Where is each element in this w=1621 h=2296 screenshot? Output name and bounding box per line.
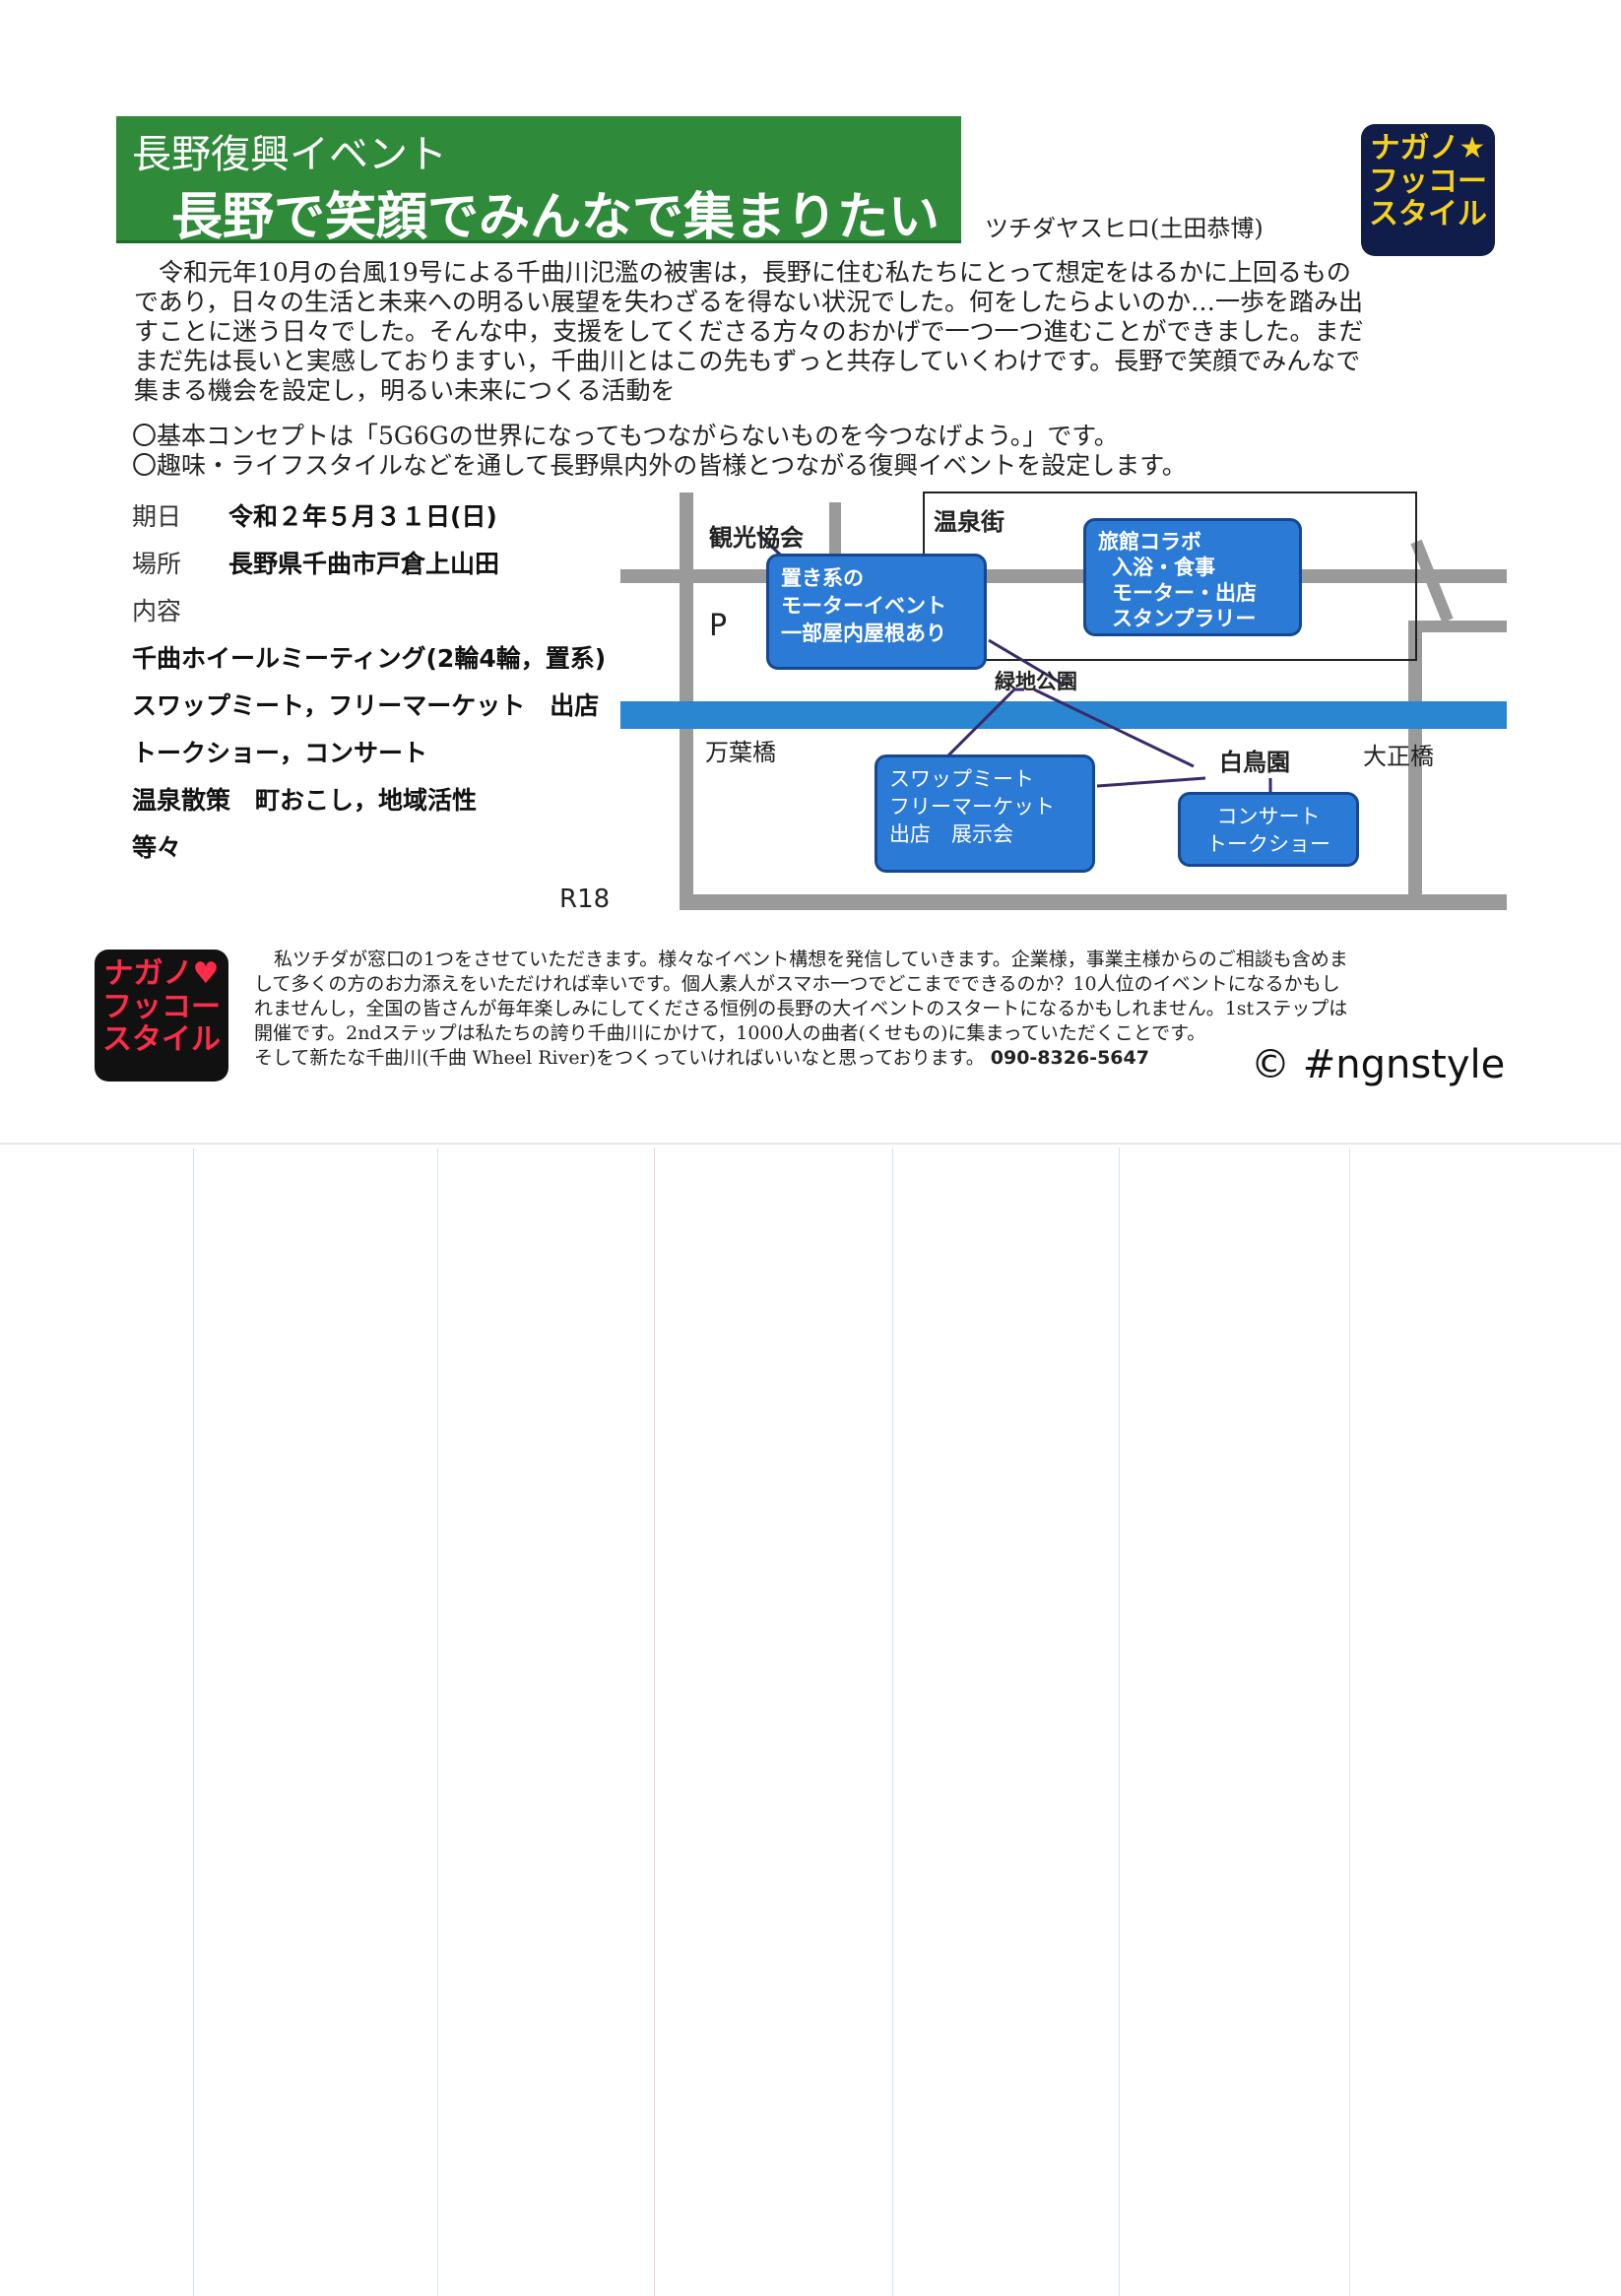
logo-line: スタイル (102, 1022, 221, 1058)
ruled-line (654, 1148, 655, 2296)
road (680, 492, 693, 906)
content-item: 温泉散策 町おこし，地域活性 (132, 786, 478, 815)
logo-line: スタイル (1369, 197, 1487, 232)
box-line: スワップミート (889, 767, 1034, 791)
intro-line: まだ先は長いと実感しておりますい，千曲川とはこの先もずっと共存していくわけです。… (134, 347, 1361, 375)
connector-line (1096, 776, 1206, 788)
map-box-okikei: 置き系の モーターイベント 一部屋内屋根あり (766, 554, 987, 670)
box-line: フリーマーケット (889, 795, 1055, 819)
place-value: 長野県千曲市戸倉上山田 (227, 550, 499, 578)
ruled-line (892, 1148, 893, 2296)
date-label: 期日 (132, 502, 182, 531)
box-line: コンサート (1216, 805, 1321, 828)
author-name: ツチダヤスヒロ(土田恭博) (985, 215, 1264, 242)
nagano-fukko-style-logo: ナガノ★ フッコー スタイル (1361, 124, 1495, 256)
content-item: 等々 (132, 833, 182, 862)
footer-line: 私ツチダが窓口の1つをさせていただきます。様々なイベント構想を発信していきます。… (274, 949, 1348, 970)
concept-list: 〇基本コンセプトは「5G6Gの世界になってもつながらないものを今つなげよう。」で… (132, 422, 1491, 481)
chikuma-river (620, 701, 1507, 729)
content-label: 内容 (132, 597, 182, 625)
footer-line: そして新たな千曲川(千曲 Wheel River)をつくっていければいいなと思っ… (254, 1046, 1485, 1071)
date-value: 令和２年５月３１日(日) (227, 502, 497, 531)
footer-line: 開催です。2ndステップは私たちの誇り千曲川にかけて，1000人の曲者(くせもの… (254, 1022, 1206, 1044)
map-label-ryokuchi: 緑地公園 (995, 670, 1077, 693)
box-line: 旅館コラボ (1098, 530, 1201, 554)
intro-line: 令和元年10月の台風19号による千曲川氾濫の被害は，長野に住む私たちにとって想定… (134, 258, 1351, 287)
content-item: トークショー，コンサート (132, 739, 428, 767)
box-line: 出店 展示会 (889, 822, 1013, 846)
road (620, 569, 1507, 583)
ruled-line (1119, 1148, 1120, 2296)
footer-line-text: そして新たな千曲川(千曲 Wheel River)をつくっていければいいなと思っ… (254, 1047, 985, 1069)
ruled-line (193, 1148, 194, 2296)
map-label-kanko: 観光協会 (709, 524, 804, 552)
map-label-manyo: 万葉橋 (705, 739, 776, 766)
road-r18 (680, 894, 1507, 910)
nagano-fukko-style-logo-bottom: ナガノ♥ フッコー スタイル (95, 950, 228, 1082)
road (1408, 621, 1507, 632)
box-line: トークショー (1206, 832, 1330, 856)
logo-line: ナガノ★ (1370, 131, 1486, 165)
map-label-taisho: 大正橋 (1363, 743, 1434, 770)
footer-message: 私ツチダが窓口の1つをさせていただきます。様々なイベント構想を発信していきます。… (254, 948, 1485, 1071)
map-label-r18: R18 (559, 885, 611, 914)
place-label: 場所 (132, 550, 182, 578)
intro-paragraph: 令和元年10月の台風19号による千曲川氾濫の被害は，長野に住む私たちにとって想定… (134, 258, 1473, 406)
connector-line (1033, 688, 1195, 768)
map-label-onsengai: 温泉街 (934, 508, 1005, 536)
box-line: 置き系の (781, 566, 864, 590)
content-item: スワップミート，フリーマーケット 出店 (132, 691, 600, 720)
box-line: スタンプラリー (1112, 607, 1257, 630)
copyright-hashtag: © #ngnstyle (1251, 1042, 1506, 1087)
title-banner: 長野復興イベント 長野で笑顔でみんなで集まりたい (116, 116, 961, 247)
logo-line: フッコー (1369, 164, 1487, 199)
ruled-line (1349, 1148, 1350, 2296)
connector-line (988, 638, 1065, 687)
logo-line: ナガノ♥ (103, 956, 220, 991)
sheet-edge (0, 1143, 1621, 1145)
road (1408, 621, 1422, 906)
map-box-ryokan: 旅館コラボ 入浴・食事 モーター・出店 スタンプラリー (1083, 518, 1302, 636)
ruled-line (437, 1148, 438, 2296)
date-row: 期日 令和２年５月３１日(日) (132, 497, 497, 533)
map-box-concert: コンサート トークショー (1178, 792, 1359, 867)
box-line: モーター・出店 (1112, 581, 1257, 605)
place-row: 場所 長野県千曲市戸倉上山田 (132, 545, 499, 580)
map-box-swap: スワップミート フリーマーケット 出店 展示会 (875, 754, 1095, 873)
concept-item: 〇趣味・ライフスタイルなどを通して長野県内外の皆様とつながる復興イベントを設定し… (132, 451, 1187, 480)
map-label-hakucho: 白鳥園 (1219, 749, 1290, 776)
banner-subtitle: 長野復興イベント (132, 132, 447, 177)
road (1410, 539, 1454, 623)
intro-line: すことに迷う日々でした。そんな中，支援をしてくださる方々のおかげで一つ一つ進むこ… (134, 317, 1364, 346)
banner-title: 長野で笑顔でみんなで集まりたい (171, 188, 940, 247)
footer-line: して多くの方のお力添えをいただければ幸いです。個人素人がスマホ一つでどこまででき… (254, 973, 1340, 995)
concept-item: 〇基本コンセプトは「5G6Gの世界になってもつながらないものを今つなげよう。」で… (132, 422, 1119, 450)
intro-line: であり，日々の生活と未来への明るい展望を失わざるを得ない状況でした。何をしたらよ… (134, 288, 1364, 316)
phone-number: 090-8326-5647 (990, 1047, 1149, 1069)
map-label-parking: P (709, 609, 728, 643)
intro-line: 集まる機会を設定し，明るい未来につくる活動を (134, 376, 676, 405)
box-line: 一部屋内屋根あり (781, 622, 946, 645)
box-line: 入浴・食事 (1112, 556, 1215, 579)
footer-line: れませんし，全国の皆さんが毎年楽しみにしてくださる恒例の長野の大イベントのスター… (254, 998, 1348, 1019)
box-line: モーターイベント (781, 594, 946, 618)
logo-line: フッコー (102, 989, 221, 1024)
event-map: 観光協会 温泉街 P 緑地公園 万葉橋 大正橋 白鳥園 R18 置き系の モータ… (559, 483, 1507, 926)
content-item: 千曲ホイールミーティング(2輪4輪，置系) (132, 644, 607, 673)
